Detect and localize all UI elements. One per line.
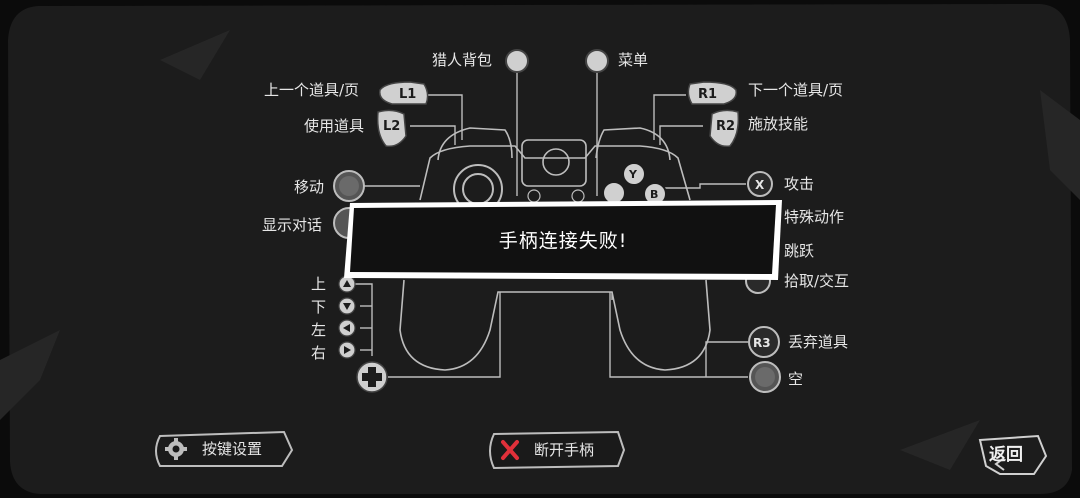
l1-button (379, 81, 429, 105)
toast-message: 手柄连接失败! (498, 229, 628, 252)
r3-button-icon (748, 326, 780, 358)
disconnect-shape (489, 430, 626, 470)
disconnect-controller-button[interactable]: 断开手柄 (488, 430, 626, 470)
back-button[interactable]: 返回 (975, 434, 1047, 474)
share-button-indicator (505, 49, 529, 73)
disconnect-label: 断开手柄 (534, 441, 595, 459)
back-arrow-icon (994, 457, 1005, 471)
r1-glyph: R1 (698, 87, 718, 102)
key-settings-button[interactable]: 按键设置 (156, 430, 294, 468)
r1-button (687, 81, 737, 105)
label-show-dialog: 显示对话 (262, 216, 323, 234)
label-menu: 菜单 (618, 51, 649, 69)
connection-failed-toast: 手柄连接失败! (344, 200, 782, 278)
label-prev-item: 上一个道具/页 (264, 81, 360, 99)
r3-glyph: R3 (753, 336, 771, 350)
r2-button (709, 109, 740, 148)
face-buttons (602, 162, 667, 206)
x-glyph: X (755, 178, 765, 192)
controller-top-body (419, 145, 691, 201)
l2-button (376, 109, 407, 148)
label-special-action: 特殊动作 (784, 208, 845, 226)
dpad-arrows (343, 280, 351, 354)
l1-glyph: L1 (399, 87, 417, 102)
b-glyph: B (650, 188, 659, 201)
label-move: 移动 (294, 178, 325, 196)
background-streaks (0, 30, 1080, 470)
label-left: 左 (311, 321, 327, 339)
label-empty: 空 (788, 370, 804, 388)
label-use-item: 使用道具 (304, 117, 365, 135)
label-cast-skill: 施放技能 (748, 115, 809, 133)
menu-button-indicator (585, 49, 609, 73)
face-button-y (622, 162, 646, 186)
label-next-item: 下一个道具/页 (748, 81, 844, 99)
controller-bottom-body (399, 279, 711, 371)
key-settings-label: 按键设置 (202, 440, 263, 458)
center-panel (521, 139, 587, 187)
label-pickup-interact: 拾取/交互 (784, 272, 850, 290)
label-attack: 攻击 (784, 175, 815, 193)
close-x-icon (501, 440, 519, 460)
label-discard-item: 丢弃道具 (788, 333, 849, 351)
back-label: 返回 (989, 445, 1023, 465)
label-hunter-backpack: 猎人背包 (432, 51, 493, 69)
gear-icon (165, 438, 187, 460)
label-up: 上 (311, 275, 327, 293)
x-button-icon (747, 171, 773, 197)
l2-glyph: L2 (383, 119, 401, 134)
label-jump: 跳跃 (784, 242, 815, 260)
key-settings-shape (155, 430, 294, 467)
dpad-icon (356, 361, 388, 393)
left-shoulder (437, 127, 513, 161)
center-home-button (542, 148, 570, 176)
connector-lines (352, 72, 748, 378)
label-down: 下 (311, 298, 327, 316)
r2-glyph: R2 (716, 119, 736, 134)
y-glyph: Y (629, 168, 637, 181)
label-right: 右 (311, 344, 327, 362)
